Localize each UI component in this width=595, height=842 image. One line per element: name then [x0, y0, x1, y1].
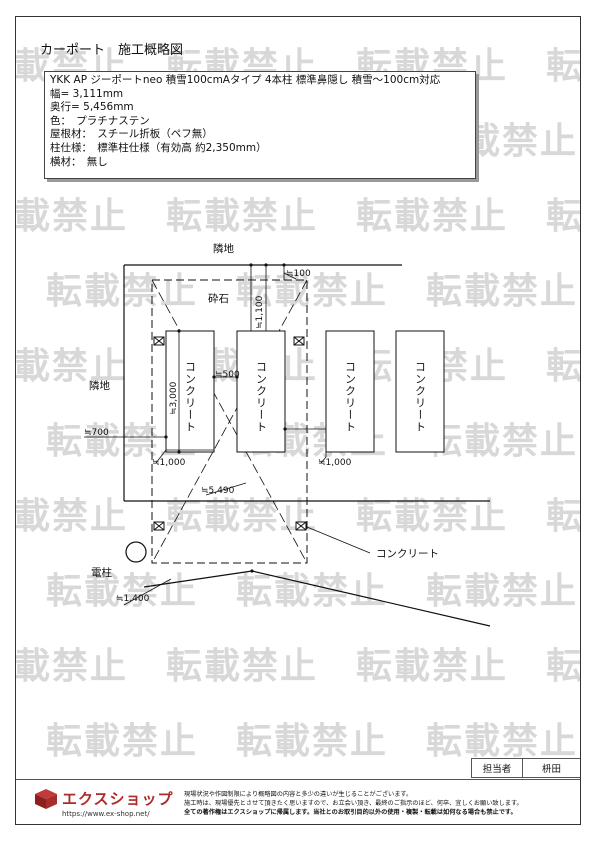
- slab-3-label: コンクリート: [344, 361, 357, 433]
- spec-product: YKK AP ジーポートneo 積雪100cmAタイプ 4本柱 標準鼻隠し 積雪…: [50, 74, 441, 86]
- concrete-slab-1: [165, 330, 215, 453]
- dim-100: ≒100: [286, 269, 311, 279]
- site-plan: コンクリート コンクリート コンクリート コンクリート: [84, 242, 491, 627]
- footer-note-2: 施工時は、現場優先とさせて頂きたく思いますので、お立会い頂き、最終のご指示のほど…: [184, 800, 523, 807]
- drawing-title: カーポート 施工概略図: [40, 43, 184, 58]
- spec-pillar: 柱仕様： 標準柱仕様（有効高 約2,350mm）: [50, 141, 267, 154]
- spec-depth: 奥行= 5,456mm: [50, 101, 134, 114]
- road-edge-line: [306, 526, 371, 554]
- concrete-slab-2: [236, 330, 286, 453]
- carport-outline: [151, 279, 308, 564]
- footer-note-3: 全ての著作権はエクスショップに帰属します。当社とのお取引目的以外の使用・複製・転…: [184, 809, 517, 816]
- pillar-top-left: [153, 336, 165, 346]
- roof-diagonal-2: [151, 279, 308, 564]
- spec-roof: 屋根材： スチール折板（ペフ無）: [50, 128, 213, 141]
- concrete-slab-3: [325, 330, 375, 453]
- slab-2-label: コンクリート: [255, 361, 268, 433]
- dim-5490: ≒5,490: [201, 486, 235, 496]
- neighbor-top-label: 隣地: [213, 242, 234, 255]
- staff-label: 担当者: [472, 759, 523, 777]
- company-logo[interactable]: エクスショップ https://www.ex-shop.net/: [34, 788, 174, 818]
- dim-1000-right: ≒1,000: [318, 458, 352, 468]
- slab-4-label: コンクリート: [414, 361, 427, 433]
- footer: エクスショップ https://www.ex-shop.net/ 現場状況や作図…: [16, 779, 580, 824]
- logo-url[interactable]: https://www.ex-shop.net/: [62, 810, 150, 818]
- dim-1100: ≒1,100: [255, 295, 265, 329]
- spec-box: YKK AP ジーポートneo 積雪100cmAタイプ 4本柱 標準鼻隠し 積雪…: [44, 71, 476, 179]
- slab-1-label: コンクリート: [184, 361, 197, 433]
- logo-text: エクスショップ: [62, 790, 174, 808]
- road-line-right: [251, 570, 491, 627]
- dim-3000: ≒3,000: [169, 381, 179, 415]
- pillar-bottom-left: [153, 521, 165, 531]
- dim-1000-left: ≒1,000: [152, 458, 186, 468]
- dim-700: ≒700: [84, 428, 109, 438]
- staff-name: 枡田: [541, 764, 561, 775]
- gravel-label: 砕石: [208, 293, 229, 305]
- concrete-slab-4: [395, 330, 445, 453]
- footer-note-1: 現場状況や作図制限により概略図の内容と多少の違いが生じることがございます。: [184, 791, 413, 798]
- box-logo-icon: [35, 789, 57, 809]
- concrete-area-label: コンクリート: [376, 548, 439, 560]
- spec-width: 幅= 3,111mm: [50, 87, 124, 100]
- spec-beam: 横材： 無し: [50, 155, 108, 168]
- spec-color: 色： プラチナステン: [50, 114, 150, 127]
- staff-box: 担当者 枡田: [471, 758, 580, 778]
- footer-notes: 現場状況や作図制限により概略図の内容と多少の違いが生じることがございます。 施工…: [184, 790, 523, 817]
- neighbor-left-label: 隣地: [89, 379, 110, 392]
- drawing-sheet: 転載禁止 転載禁止 転載禁止 転載禁止 転載禁止 転載禁止 転載禁止 転載禁止 …: [15, 16, 581, 825]
- pillar-top-right: [293, 336, 305, 346]
- dim-1400: ≒1,400: [116, 594, 150, 604]
- pillar-bottom-right: [295, 521, 307, 531]
- dim-500: ≒500: [215, 370, 240, 380]
- utility-pole-symbol: [125, 541, 147, 563]
- utility-pole-label: 電柱: [91, 566, 112, 579]
